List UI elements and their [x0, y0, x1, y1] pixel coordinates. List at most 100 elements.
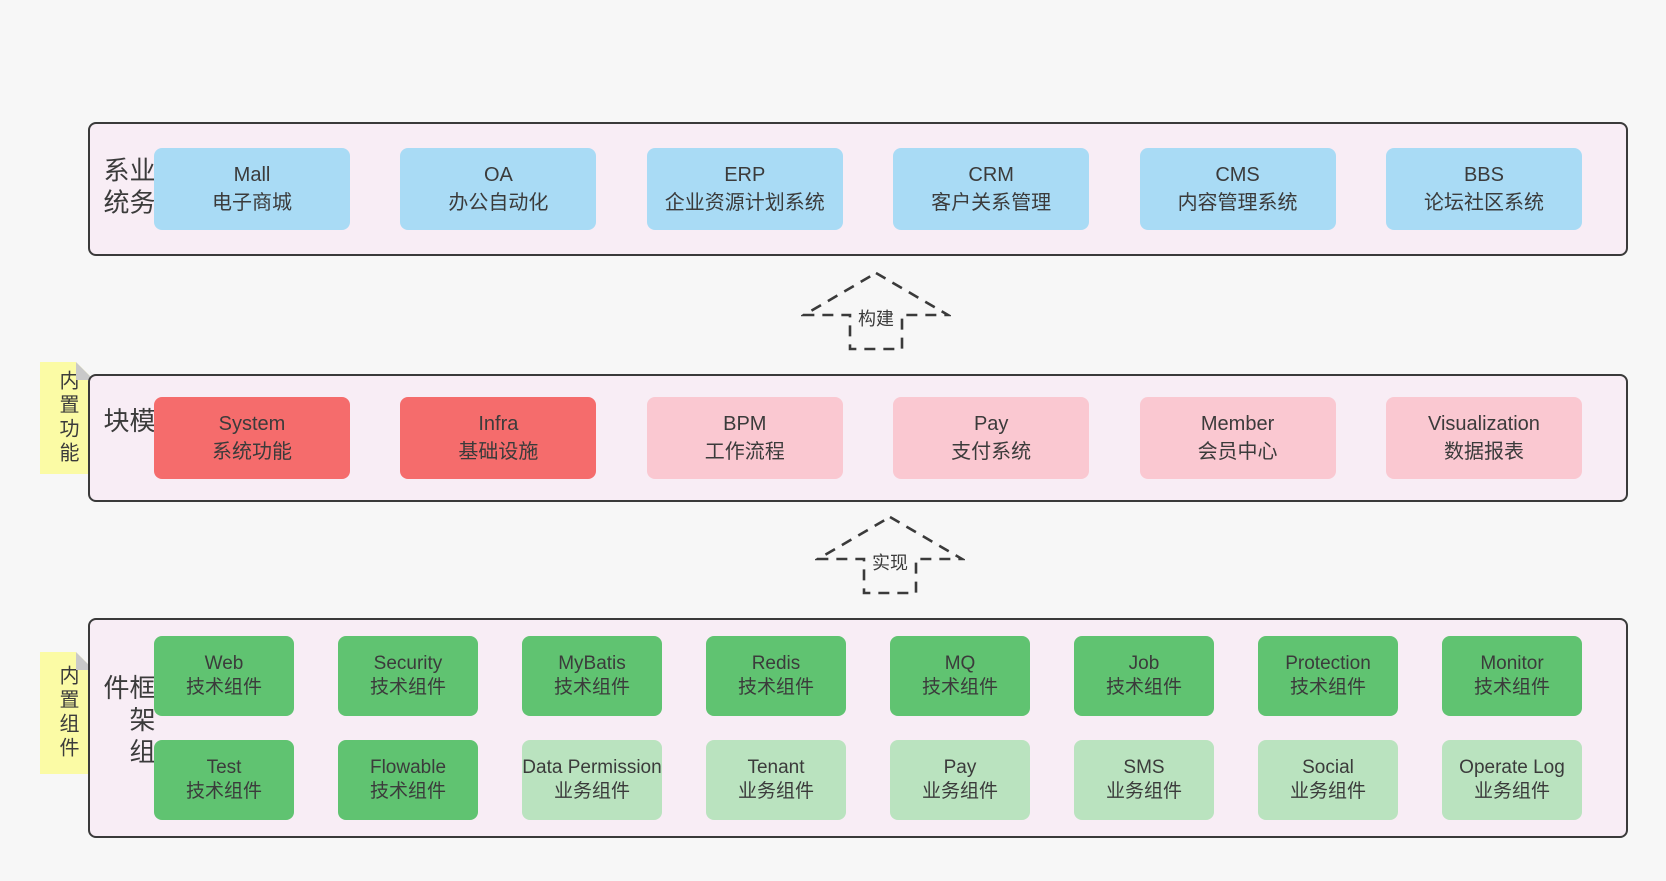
box-subtitle: 技术组件 [1473, 677, 1550, 698]
box-subtitle: 论坛社区系统 [1423, 192, 1544, 214]
box-subtitle: 技术组件 [1105, 677, 1182, 698]
box-title: CRM [968, 164, 1014, 186]
sticky-note-built-in-components: 内置组件 [40, 652, 94, 774]
dashed-up-arrow-icon [815, 515, 965, 595]
box-title: Pay [943, 757, 977, 779]
box-title: System [218, 413, 286, 435]
box-title: SMS [1123, 757, 1165, 779]
box-title: Member [1200, 413, 1275, 435]
box-subtitle: 业务组件 [1289, 781, 1366, 802]
layer-business-systems: 业务系统 Mall 电子商城 OA 办公自动化 ERP 企业资源计划系统 CRM 客户关系管理… [88, 122, 1628, 256]
box-title: CMS [1215, 164, 1260, 186]
diagram-box-bbs: BBS 论坛社区系统 [1385, 148, 1582, 230]
box-subtitle: 技术组件 [369, 781, 446, 802]
box-title: BBS [1463, 164, 1504, 186]
box-title: MyBatis [558, 653, 626, 675]
box-subtitle: 办公自动化 [448, 192, 549, 214]
box-title: Web [204, 653, 244, 675]
box-title: Protection [1285, 653, 1371, 675]
box-title: Redis [751, 653, 801, 675]
box-subtitle: 电子商城 [212, 192, 292, 214]
box-title: Flowable [369, 757, 447, 779]
box-title: Mall [233, 164, 271, 186]
box-title: Operate Log [1459, 757, 1565, 779]
diagram-box-infra: Infra 基础设施 [400, 397, 597, 479]
box-subtitle: 会员中心 [1197, 441, 1278, 463]
box-subtitle: 技术组件 [921, 677, 998, 698]
box-subtitle: 业务组件 [921, 781, 998, 802]
arrow-implement-label: 实现 [868, 548, 912, 576]
box-title: BPM [723, 413, 767, 435]
box-subtitle: 支付系统 [951, 441, 1032, 463]
arrow-implement: 实现 [815, 514, 965, 596]
diagram-box-erp: ERP 企业资源计划系统 [646, 148, 843, 230]
box-subtitle: 技术组件 [737, 677, 814, 698]
diagram-box-oa: OA 办公自动化 [400, 148, 597, 230]
diagram-box-system: System 系统功能 [154, 397, 350, 479]
diagram-box-cms: CMS 内容管理系统 [1139, 148, 1336, 230]
box-subtitle: 业务组件 [553, 781, 630, 802]
box-subtitle: 数据报表 [1443, 441, 1524, 463]
dashed-up-arrow-icon [801, 271, 951, 351]
box-subtitle: 工作流程 [704, 441, 785, 463]
box-title: Data Permission [522, 757, 662, 779]
box-title: OA [483, 164, 513, 186]
box-title: Tenant [747, 757, 805, 779]
box-title: Job [1128, 653, 1160, 675]
box-subtitle: 基础设施 [458, 441, 539, 463]
diagram-box-crm: CRM 客户关系管理 [893, 148, 1090, 230]
layer-common-modules: 通用模块 System系统功能Infra基础设施BPM工作流程Pay支付系统Me… [88, 374, 1628, 502]
layer-label-business-systems: 业务系统 [100, 156, 156, 221]
box-subtitle: 内容管理系统 [1177, 192, 1298, 214]
box-subtitle: 技术组件 [369, 677, 446, 698]
box-title: Visualization [1427, 413, 1540, 435]
box-subtitle: 业务组件 [1105, 781, 1182, 802]
box-title: Social [1302, 757, 1354, 779]
box-subtitle: 系统功能 [212, 441, 292, 463]
box-title: MQ [944, 653, 976, 675]
arrow-build: 构建 [801, 270, 951, 352]
box-subtitle: 技术组件 [185, 677, 262, 698]
box-subtitle: 技术组件 [185, 781, 262, 802]
box-title: Monitor [1480, 653, 1544, 675]
box-subtitle: 业务组件 [737, 781, 814, 802]
layer-label-framework-components: 框架组件 [100, 674, 156, 770]
sticky-note-label: 内置组件 [56, 665, 78, 761]
box-subtitle: 企业资源计划系统 [664, 192, 825, 214]
box-subtitle: 客户关系管理 [931, 192, 1052, 214]
diagram-box-bpm: BPM 工作流程 [646, 397, 843, 479]
box-title: Security [373, 653, 443, 675]
diagram-box-mall: Mall 电子商城 [154, 148, 350, 230]
box-subtitle: 技术组件 [553, 677, 630, 698]
box-subtitle: 技术组件 [1289, 677, 1366, 698]
box-subtitle: 业务组件 [1473, 781, 1550, 802]
sticky-note-label: 内置功能 [56, 370, 78, 466]
box-title: Infra [478, 413, 519, 435]
sticky-note-built-in-features: 内置功能 [40, 362, 94, 474]
arrow-build-label: 构建 [854, 304, 898, 332]
diagram-box-member: Member 会员中心 [1139, 397, 1336, 479]
box-title: Test [206, 757, 242, 779]
box-title: ERP [724, 164, 766, 186]
